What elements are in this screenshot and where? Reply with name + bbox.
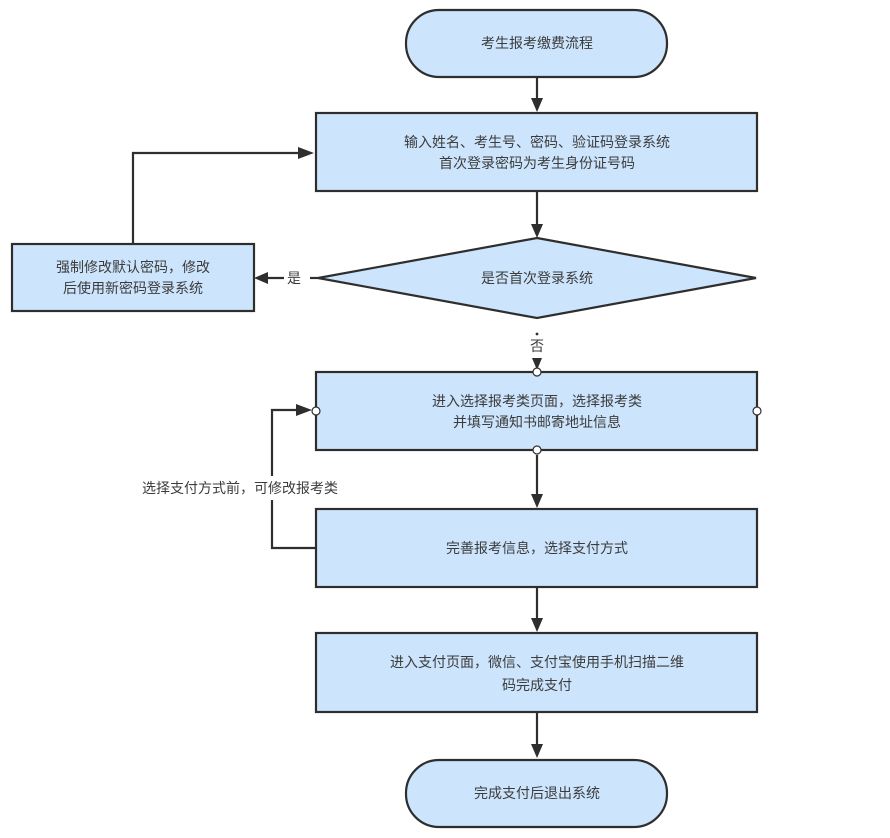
node-start: 考生报考缴费流程	[404, 8, 669, 79]
arrowhead-icon	[298, 147, 314, 159]
connection-port-bottom	[532, 445, 542, 455]
node-end: 完成支付后退出系统	[404, 758, 669, 829]
edge-label-no: 否	[530, 339, 544, 355]
arrowhead-icon	[531, 224, 543, 238]
node-start-label: 考生报考缴费流程	[481, 36, 593, 52]
node-complete-info-label: 完善报考信息，选择支付方式	[446, 540, 628, 557]
edge-decision-to-select-category: 否	[530, 332, 544, 370]
edge-login-to-decision	[531, 192, 543, 238]
node-decision-label: 是否首次登录系统	[481, 271, 593, 287]
node-pay-line-1: 进入支付页面，微信、支付宝使用手机扫描二维	[390, 654, 684, 671]
arrowhead-icon	[532, 358, 542, 370]
node-change-password: 强制修改默认密码，修改 后使用新密码登录系统	[10, 242, 256, 313]
node-pay: 进入支付页面，微信、支付宝使用手机扫描二维 码完成支付	[314, 631, 759, 714]
edge-decision-to-change-password: 是	[254, 271, 318, 287]
connection-port-right	[752, 406, 762, 416]
node-change-password-line-1: 强制修改默认密码，修改	[56, 259, 210, 276]
node-end-label: 完成支付后退出系统	[474, 786, 600, 802]
edge-select-category-to-complete-info	[531, 455, 543, 508]
edge-start-dot	[535, 332, 539, 336]
arrowhead-icon	[531, 494, 543, 508]
arrowhead-icon	[531, 98, 543, 112]
connection-port-top	[532, 367, 542, 377]
edge-start-to-login	[531, 78, 543, 112]
node-select-category-line-2: 并填写通知书邮寄地址信息	[453, 414, 621, 431]
arrowhead-icon	[531, 744, 543, 758]
node-login-line-1: 输入姓名、考生号、密码、验证码登录系统	[404, 134, 670, 151]
edge-complete-info-to-select-category: 选择支付方式前，可修改报考类	[142, 404, 338, 550]
edge-label-modify-category: 选择支付方式前，可修改报考类	[142, 480, 338, 497]
connection-port-left	[311, 406, 321, 416]
node-select-category: 进入选择报考类页面，选择报考类 并填写通知书邮寄地址信息	[311, 367, 762, 455]
node-complete-info: 完善报考信息，选择支付方式	[314, 507, 759, 589]
node-login-line-2: 首次登录密码为考生身份证号码	[439, 155, 635, 172]
edge-pay-to-end	[531, 713, 543, 758]
arrowhead-icon	[531, 618, 543, 632]
edges: 是 否 选择支付方式前，可修改报考类	[131, 78, 544, 758]
node-change-password-line-2: 后使用新密码登录系统	[63, 280, 203, 297]
arrowhead-icon	[254, 272, 268, 284]
edge-change-password-to-login	[131, 147, 314, 243]
edge-label-yes: 是	[287, 271, 301, 287]
node-select-category-line-1: 进入选择报考类页面，选择报考类	[432, 394, 642, 410]
node-pay-line-2: 码完成支付	[502, 678, 572, 694]
node-login: 输入姓名、考生号、密码、验证码登录系统 首次登录密码为考生身份证号码	[314, 111, 759, 193]
node-first-login-decision: 是否首次登录系统	[317, 236, 757, 320]
arrowhead-icon	[296, 404, 312, 416]
edge-complete-info-to-pay	[531, 587, 543, 632]
